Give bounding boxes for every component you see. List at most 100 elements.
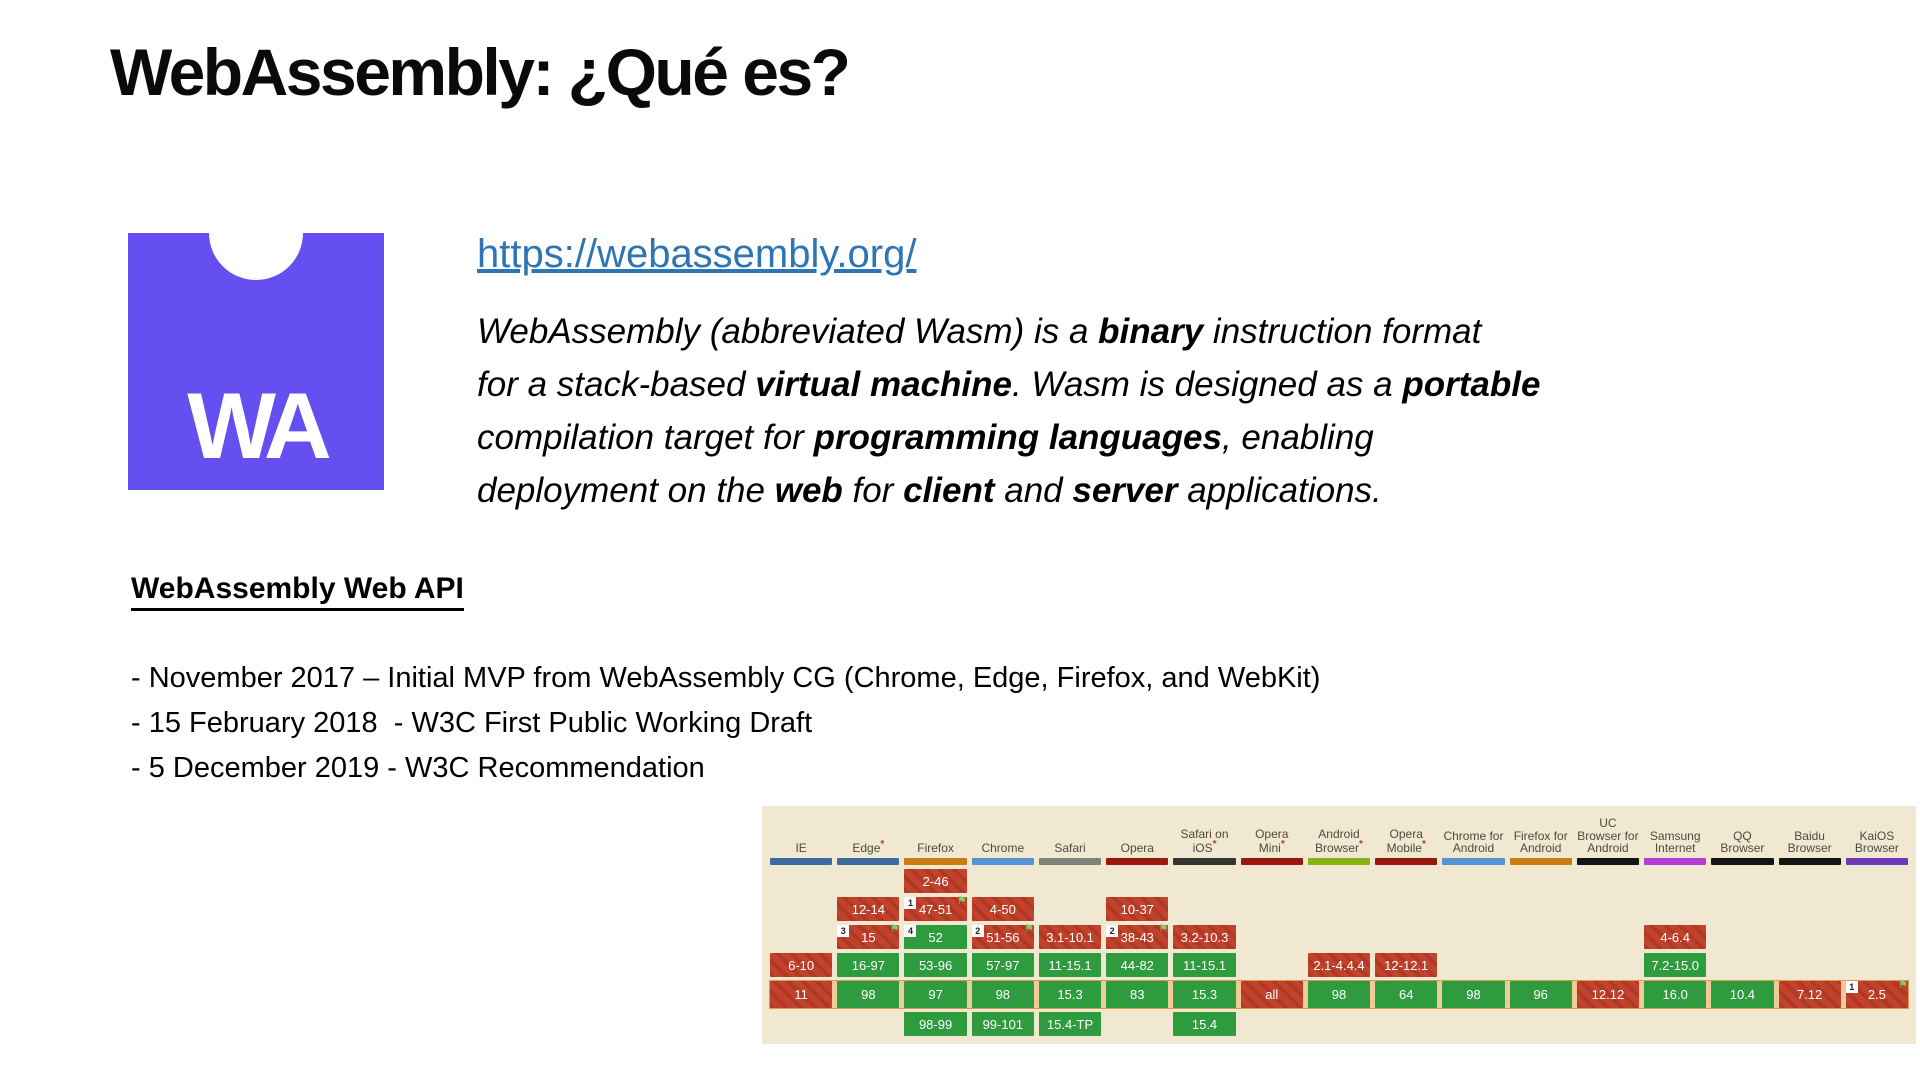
empty-slot [1510, 869, 1572, 893]
empty-slot [1577, 1012, 1639, 1036]
empty-slot [1308, 1012, 1370, 1036]
version-range: 4-50 [989, 901, 1016, 917]
browser-color-bar [1038, 858, 1102, 865]
version-range: 98 [995, 987, 1011, 1002]
support-cell-uc-browser-for-android: 12.12 [1576, 981, 1640, 1008]
empty-slot [1106, 869, 1168, 893]
version-range: 98-99 [918, 1016, 953, 1032]
bullet-item: - November 2017 – Initial MVP from WebAs… [131, 662, 1321, 694]
description-text: . Wasm is designed as a [1011, 365, 1403, 404]
version-range: 12.12 [1591, 987, 1625, 1002]
browser-color-bar [971, 858, 1034, 865]
browser-color-bar [1307, 858, 1371, 865]
footnote-asterisk: * [1359, 839, 1363, 851]
column-header-ie: IE [770, 811, 833, 865]
empty-slot [1644, 869, 1706, 893]
browser-name-label: Baidu Browser [1787, 828, 1832, 856]
version-range: 15 [861, 929, 876, 945]
description-text: and [994, 471, 1073, 510]
version-range: 11-15.1 [1182, 957, 1227, 973]
empty-slot [1779, 869, 1841, 893]
bullet-item: - 5 December 2019 - W3C Recommendation [131, 752, 705, 784]
note-number-badge: 1 [904, 897, 917, 909]
empty-slot [1442, 897, 1504, 921]
footnote-asterisk: * [880, 839, 885, 851]
browser-color-bar [1509, 858, 1572, 865]
browser-name-label: Opera Mini* [1255, 826, 1289, 856]
empty-slot [1308, 897, 1370, 921]
empty-slot [1711, 1012, 1773, 1036]
version-range: 16.0 [1662, 987, 1688, 1002]
support-cell-firefox: 53-96 [904, 953, 967, 977]
column-header-firefox: Firefox [904, 811, 967, 865]
empty-slot [1375, 1012, 1437, 1036]
support-cell-firefox: 2-46 [904, 869, 967, 893]
browser-color-bar [1442, 858, 1505, 865]
empty-slot [1241, 925, 1303, 949]
empty-slot [1779, 1012, 1841, 1036]
version-range: 99-101 [982, 1016, 1024, 1032]
support-cell-safari-on-ios: 15.3 [1173, 981, 1236, 1008]
browser-name-label: Safari [1054, 841, 1086, 856]
empty-slot [1779, 953, 1841, 977]
support-cell-chrome: 98 [971, 981, 1034, 1008]
support-cell-firefox: 4 52 [904, 925, 967, 949]
version-range: 2.5 [1867, 987, 1886, 1002]
column-header-opera: Opera [1106, 811, 1169, 865]
support-cell-opera-mobile: 64 [1375, 981, 1438, 1008]
empty-slot [1241, 1012, 1303, 1036]
browser-color-bar [1375, 858, 1438, 865]
version-range: 7.2-15.0 [1651, 957, 1700, 973]
flag-icon: ⚑ [889, 923, 900, 935]
version-range: 7.12 [1796, 987, 1823, 1002]
support-cell-opera-mobile: 12-12.1 [1375, 953, 1438, 977]
support-cell-firefox: 98-99 [904, 1012, 967, 1036]
column-header-chrome: Chrome [971, 811, 1034, 865]
empty-slot [1308, 925, 1370, 949]
empty-slot [837, 1012, 899, 1036]
browser-name-label: Samsung Internet [1649, 828, 1701, 856]
description-text: , enabling [1221, 418, 1374, 457]
version-range: 96 [1533, 987, 1548, 1002]
empty-slot [1375, 897, 1437, 921]
browser-color-bar [770, 858, 833, 865]
slide-title: WebAssembly: ¿Qué es? [110, 35, 851, 109]
support-cell-opera: 2⚑38-43 [1106, 923, 1169, 949]
empty-slot [770, 1012, 832, 1036]
description-text: for [842, 471, 904, 510]
empty-slot [1039, 897, 1101, 921]
description-paragraph: WebAssembly (abbreviated Wasm) is a bina… [477, 305, 1540, 517]
version-range: 47-51 [918, 901, 953, 917]
browser-color-bar [1240, 858, 1303, 865]
empty-slot [1039, 869, 1101, 893]
version-range: 97 [928, 987, 943, 1002]
browser-name-label: Firefox for Android [1513, 828, 1568, 856]
version-range: 83 [1130, 987, 1145, 1002]
version-range: 38-43 [1120, 929, 1154, 945]
logo-wa-letters: WA [187, 373, 331, 478]
empty-slot [1510, 925, 1572, 949]
support-cell-safari: 15.4-TP [1038, 1012, 1102, 1036]
support-cell-safari: 3.1-10.1 [1038, 925, 1102, 949]
webassembly-org-link[interactable]: https://webassembly.org/ [477, 232, 917, 276]
version-range: 10-37 [1120, 901, 1154, 917]
empty-slot [1241, 953, 1303, 977]
version-range: 52 [928, 929, 943, 945]
empty-slot [1711, 897, 1773, 921]
browser-name-label: UC Browser for Android [1577, 815, 1639, 856]
empty-slot [1442, 1012, 1504, 1036]
browser-color-bar [837, 858, 900, 865]
note-number-badge: 4 [904, 925, 917, 937]
support-cell-safari: 15.3 [1038, 981, 1102, 1008]
version-range: 15.4-TP [1046, 1016, 1094, 1032]
version-range: 2.1-4.4.4 [1313, 957, 1365, 973]
empty-slot [1173, 869, 1235, 893]
empty-slot [1846, 869, 1908, 893]
column-header-qq-browser: QQ Browser [1711, 811, 1774, 865]
empty-slot [1241, 869, 1303, 893]
column-header-opera-mini: Opera Mini* [1240, 811, 1303, 865]
version-range: 15.3 [1057, 987, 1083, 1002]
empty-slot [1577, 953, 1639, 977]
description-line: compilation target for programming langu… [477, 411, 1540, 464]
